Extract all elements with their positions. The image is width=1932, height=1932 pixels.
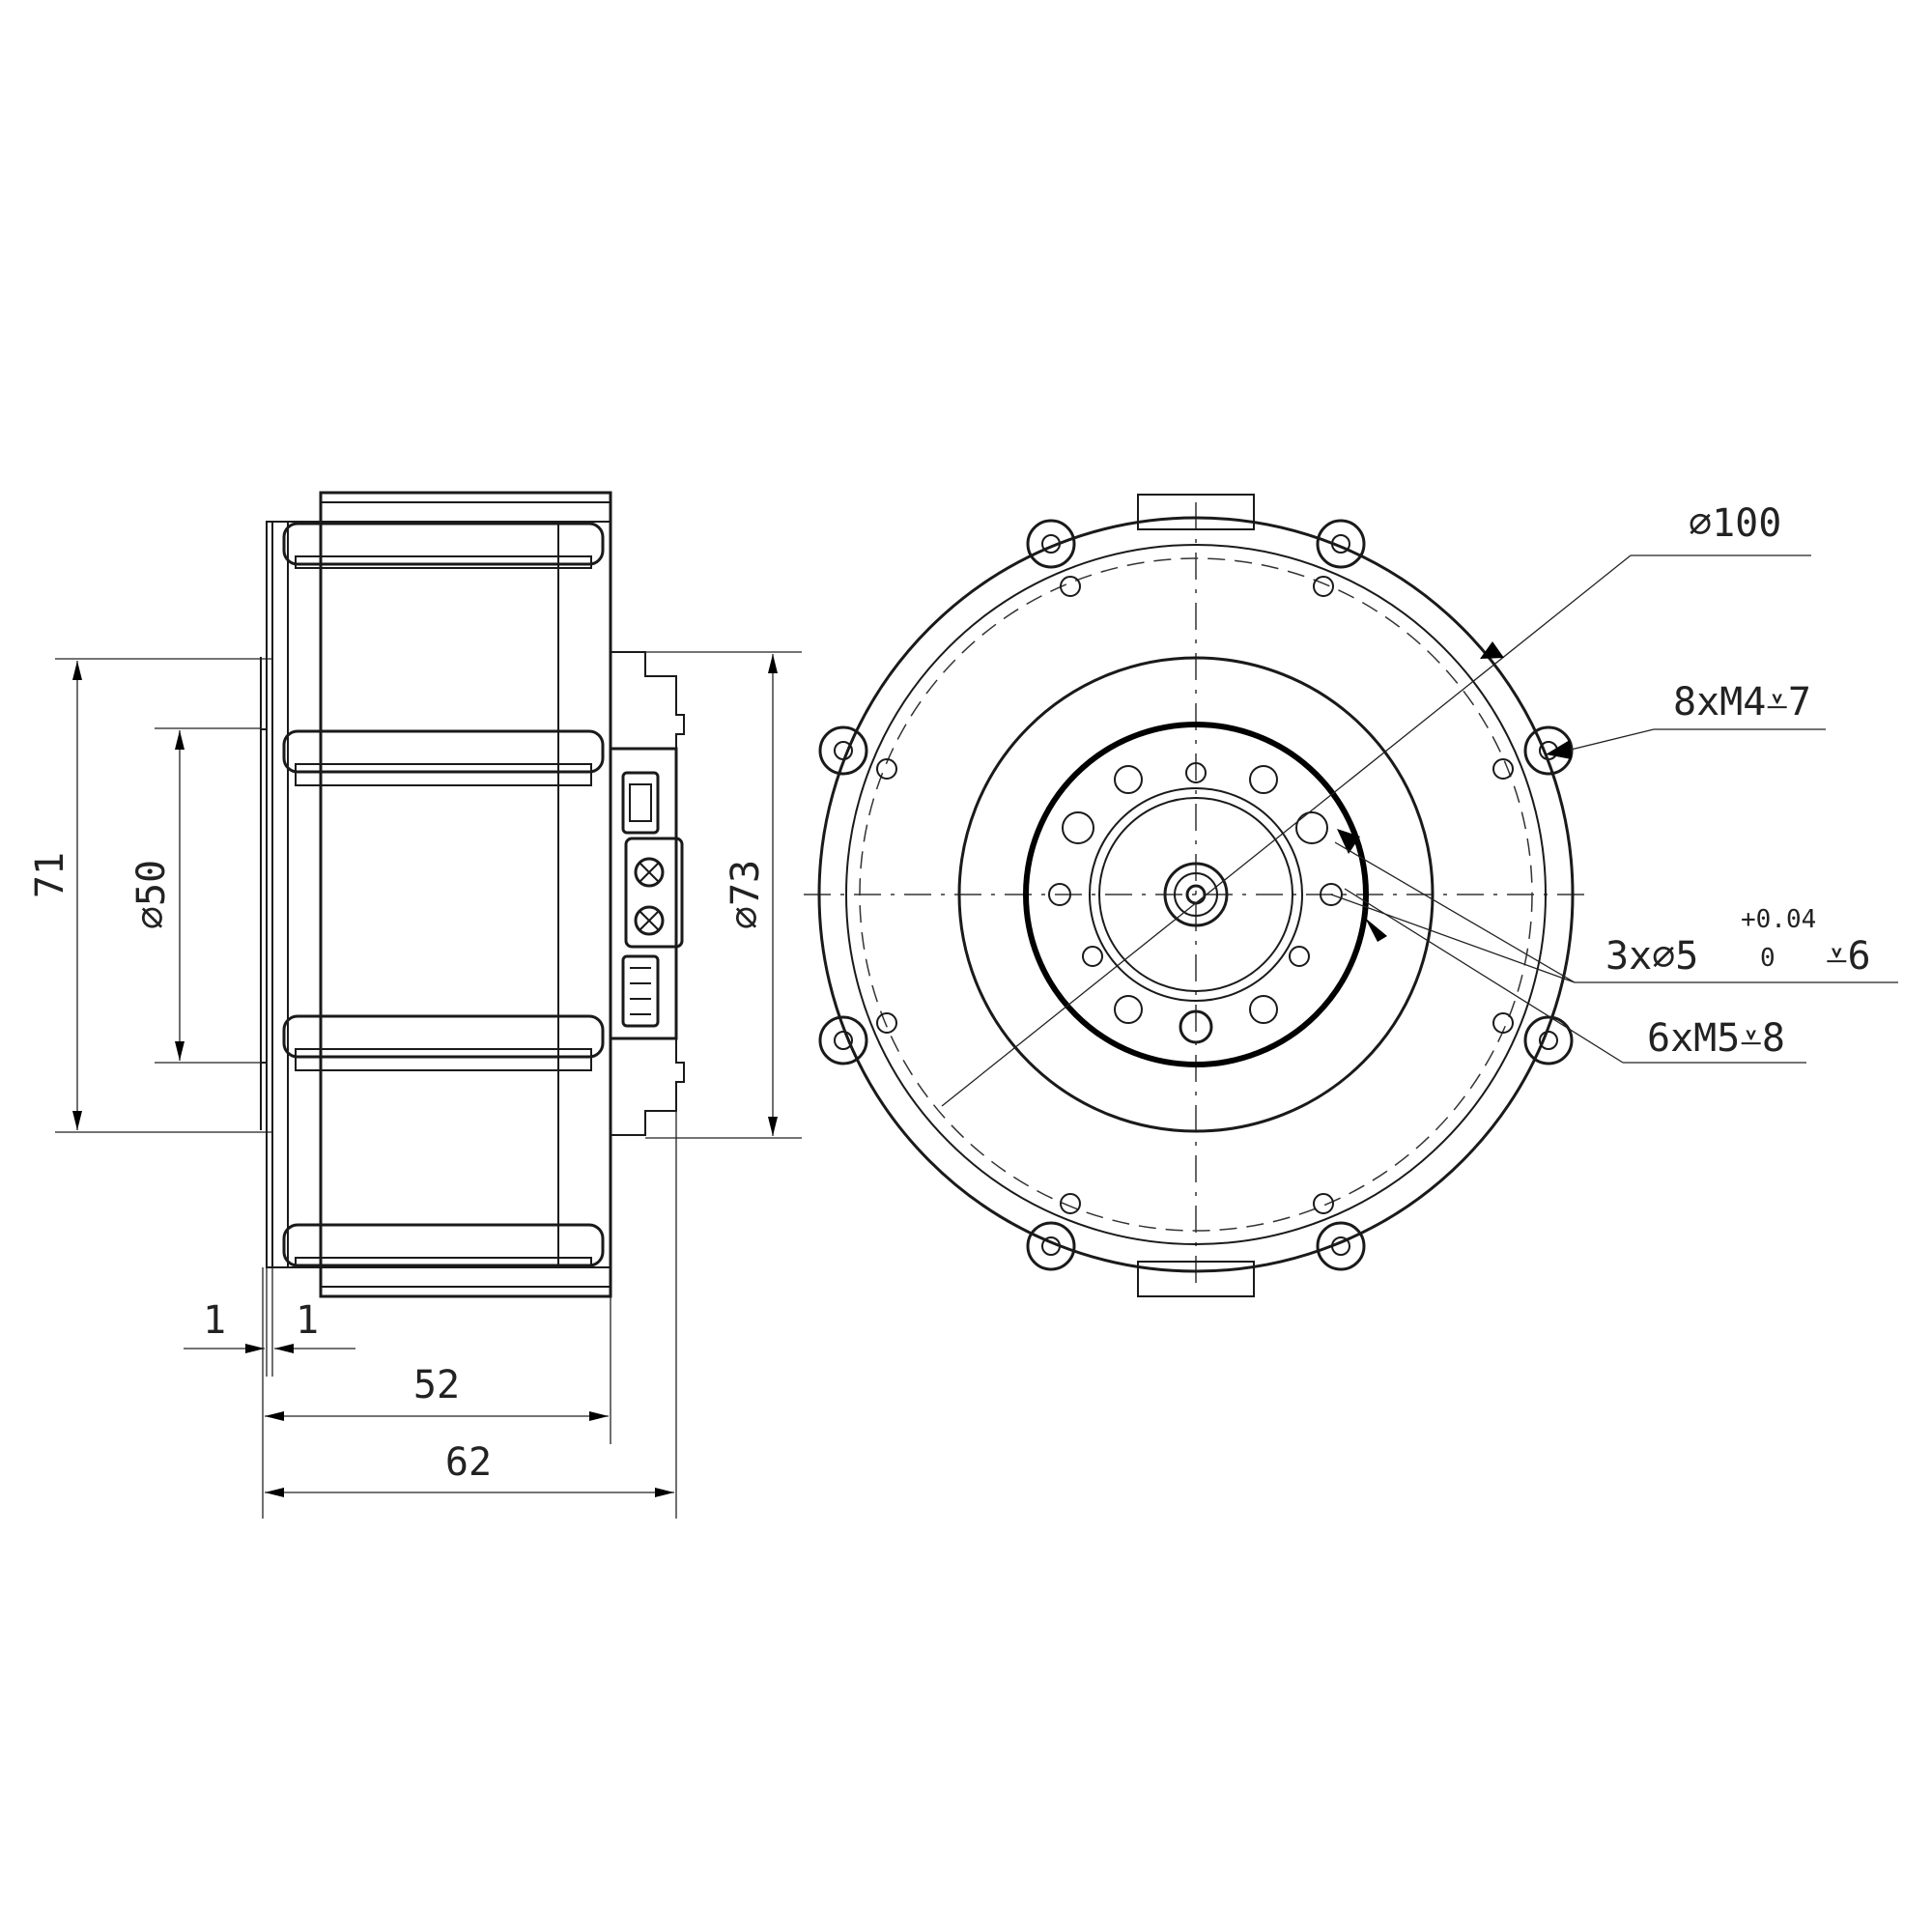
callout-pin-tol-upper: +0.04 [1741, 905, 1816, 934]
bottom-tab [1137, 1261, 1255, 1297]
shaft-outer [1163, 862, 1229, 927]
tie-rods [282, 522, 605, 1268]
tie-rod [282, 522, 605, 566]
dim-total-length-label: 62 [445, 1440, 492, 1485]
rear-connector [609, 651, 685, 1136]
callout-pin-depth-label: ⩡6 [1826, 934, 1871, 979]
side-view: 71 ⌀50 ⌀73 1 1 52 62 [28, 491, 802, 1519]
housing-inner-rim [845, 544, 1547, 1245]
callout-pin-tol-lower: 0 [1760, 944, 1776, 973]
callout-mount-holes-label: 8xM4⩡7 [1673, 680, 1811, 724]
dim-inner-diameter-label: ⌀50 [129, 860, 174, 929]
top-tab [1137, 494, 1255, 530]
front-view: ⌀100 8xM4⩡7 3x⌀5 +0.04 0 ⩡6 6xM5⩡8 [804, 494, 1898, 1297]
dim-height-label: 71 [28, 852, 72, 898]
callout-output-holes-label: 6xM5⩡8 [1647, 1016, 1785, 1061]
tie-rod [282, 729, 605, 774]
housing-shell [287, 521, 611, 1268]
callout-pin-prefix-label: 3x⌀5 [1605, 934, 1698, 979]
stator-ring [957, 656, 1435, 1133]
hub-outer [1089, 787, 1303, 1002]
output-holes [1048, 762, 1343, 1044]
dim-flange-left-label: 1 [203, 1298, 226, 1343]
flange-plate-inner [271, 521, 289, 1268]
hub-inner [1098, 797, 1293, 992]
tie-rod [282, 1223, 605, 1267]
dim-housing-diameter-label: ⌀100 [1689, 501, 1781, 546]
tie-rod [282, 1014, 605, 1059]
dim-outer-diameter-label: ⌀73 [724, 860, 768, 929]
mounting-lugs [818, 519, 1574, 1271]
shaft-inner [1174, 872, 1218, 917]
m4-holes [876, 576, 1514, 1214]
leader-diameter-100 [941, 554, 1632, 1107]
dim-flange-right-label: 1 [296, 1298, 319, 1343]
motor-housing [319, 491, 612, 1298]
bolt-circle [859, 557, 1533, 1232]
dim-body-length-label: 52 [413, 1363, 460, 1407]
output-flange [1023, 722, 1369, 1067]
housing-outer [817, 516, 1575, 1273]
